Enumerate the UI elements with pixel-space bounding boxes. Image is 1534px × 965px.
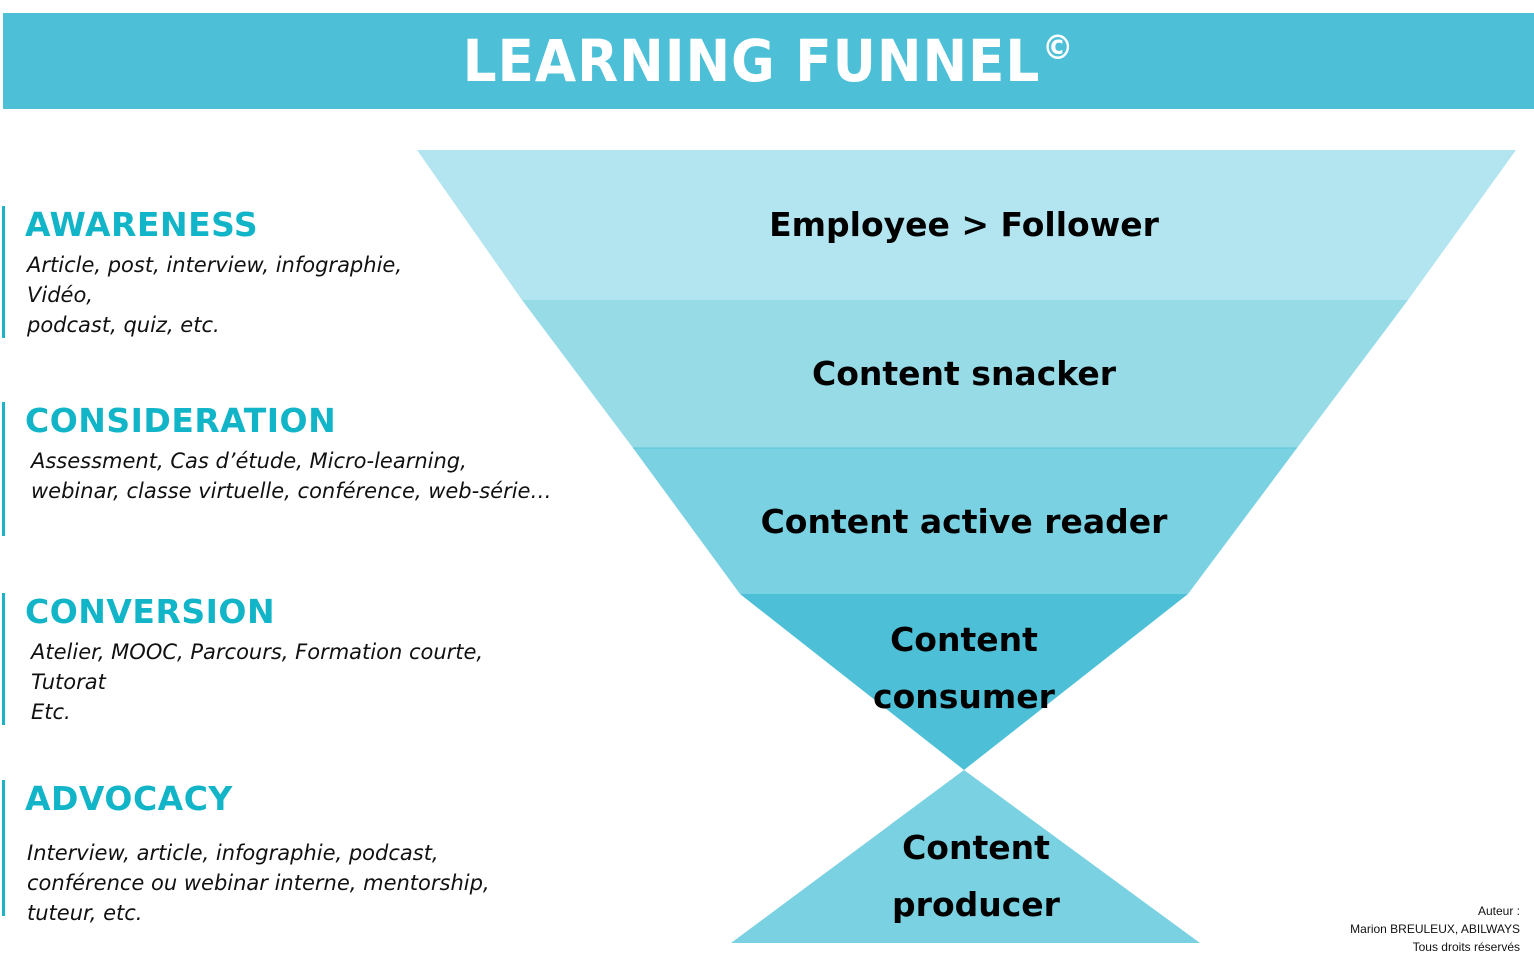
stage-desc-advocacy: Interview, article, infographie, podcast… (27, 841, 490, 925)
stage-title-awareness: AWARENESS (25, 205, 259, 244)
stage-consideration: CONSIDERATION Assessment, Cas d’étude, M… (2, 402, 551, 536)
stage-title-conversion: CONVERSION (25, 592, 276, 631)
funnel-layer-1 (417, 150, 1516, 300)
funnel-label-consumer: Content consumer (873, 620, 1055, 716)
stage-desc-conversion: Atelier, MOOC, Parcours, Formation court… (31, 640, 484, 724)
page-title: LEARNING FUNNEL© (463, 27, 1075, 95)
stage-conversion: CONVERSION Atelier, MOOC, Parcours, Form… (2, 593, 483, 725)
stage-awareness: AWARENESS Article, post, interview, info… (2, 206, 402, 338)
stage-desc-consideration: Assessment, Cas d’étude, Micro-learning,… (31, 449, 552, 503)
copyright-mark: © (1042, 28, 1075, 68)
page-title-text: LEARNING FUNNEL (462, 27, 1041, 95)
funnel-label-active-reader: Content active reader (760, 502, 1168, 541)
stage-advocacy: ADVOCACY Interview, article, infographie… (2, 779, 490, 925)
credit-line-3: Tous droits réservés (1412, 940, 1520, 954)
funnel-layer-3 (633, 448, 1297, 594)
funnel-label-producer: Content producer (892, 828, 1060, 924)
funnel-label-follower: Employee > Follower (769, 205, 1159, 244)
funnel-layer-4 (740, 594, 1188, 770)
stage-desc-awareness: Article, post, interview, infographie, V… (27, 253, 403, 337)
stage-title-advocacy: ADVOCACY (25, 779, 233, 818)
funnel-label-snacker: Content snacker (812, 354, 1116, 393)
funnel-layer-2 (522, 300, 1408, 448)
credit-line-2: Marion BREULEUX, ABILWAYS (1350, 922, 1520, 936)
funnel-layer-5 (731, 770, 1200, 943)
credit-line-1: Auteur : (1477, 904, 1520, 918)
stage-title-consideration: CONSIDERATION (25, 401, 337, 440)
title-banner: LEARNING FUNNEL© (3, 13, 1534, 109)
author-credit: Auteur : Marion BREULEUX, ABILWAYS Tous … (1350, 902, 1520, 956)
